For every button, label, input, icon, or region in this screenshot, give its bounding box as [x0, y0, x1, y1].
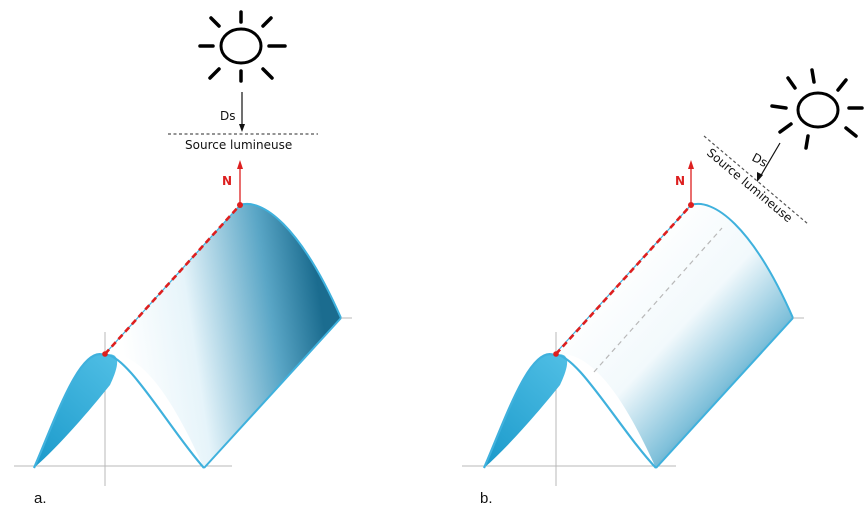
light-direction-label: Ds — [220, 109, 236, 123]
light-source-label: Source lumineuse — [185, 138, 292, 152]
light-source-plane — [703, 135, 809, 225]
sun-icon — [770, 68, 864, 150]
normal-label: N — [222, 174, 232, 188]
surface-back-edge — [239, 203, 342, 319]
normal-vector-arrowhead — [237, 160, 243, 169]
surface-back-edge — [690, 203, 794, 319]
tangent-line — [104, 204, 241, 355]
surface-end-cap — [34, 354, 118, 468]
panel-b-label: b. — [480, 490, 493, 507]
tangent-line — [555, 204, 692, 355]
tangent-start-point — [102, 351, 108, 357]
surface-end-cap — [484, 354, 568, 468]
panel-a-label: a. — [34, 490, 47, 507]
tangent-start-point — [553, 351, 559, 357]
cylindrical-surface — [104, 203, 341, 468]
normal-label: N — [675, 174, 685, 188]
surface-bottom-edge — [655, 317, 794, 469]
normal-vector-arrowhead — [688, 160, 694, 169]
sun-icon — [198, 10, 287, 83]
light-direction-arrow — [759, 142, 781, 178]
light-direction-label: Ds — [750, 150, 770, 170]
panel-b: Ds Source lumineuse N b. — [462, 68, 864, 507]
surface-bottom-edge — [203, 317, 342, 469]
cylindrical-surface — [554, 203, 793, 468]
light-direction-arrowhead — [239, 124, 245, 132]
panel-a: Ds Source lumineuse N a. — [14, 10, 352, 507]
light-direction-arrowhead — [757, 172, 763, 182]
